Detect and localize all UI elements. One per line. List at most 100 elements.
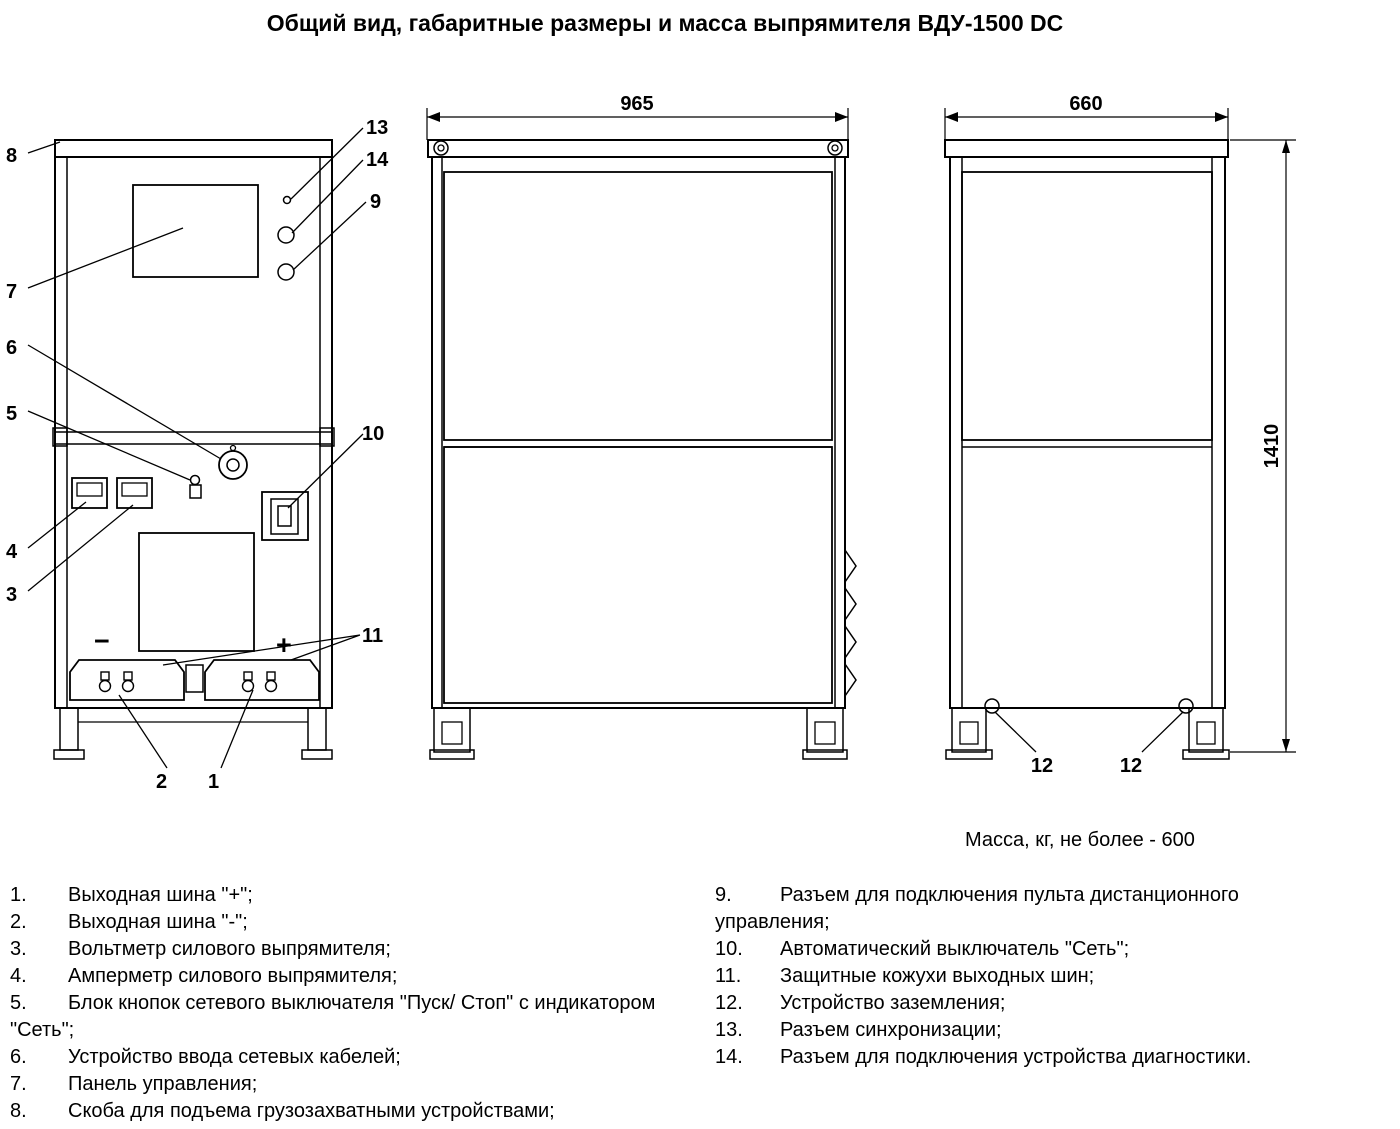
legend-item-6: 6. Устройство ввода сетевых кабелей; <box>10 1044 660 1071</box>
louver-panel <box>138 532 255 652</box>
callout-10: 10 <box>362 423 384 445</box>
legend-number: 3. <box>10 938 27 960</box>
callout-4: 4 <box>6 541 18 563</box>
legend-number: 1. <box>10 884 27 906</box>
legend-number: 5. <box>10 992 27 1014</box>
start-stop-block <box>189 474 201 486</box>
output-bus-minus <box>98 671 135 693</box>
legend-item-1: 1. Выходная шина "+"; <box>10 882 660 909</box>
legend-text: Скоба для подъема грузозахватными устрой… <box>68 1100 555 1122</box>
upper-door <box>443 171 833 441</box>
legend-left-column: 1. Выходная шина "+"; 2. Выходная шина "-"… <box>10 882 660 1125</box>
legend-text: Выходная шина "+"; <box>68 884 253 906</box>
legend-number: 12. <box>715 992 743 1014</box>
cabinet-body-side <box>949 156 1226 709</box>
legend-text: Блок кнопок сетевого выключателя "Пуск/ … <box>10 992 656 1041</box>
bus-cover-right <box>204 659 320 701</box>
legend-text: Панель управления; <box>68 1073 258 1095</box>
legend-text: Разъем синхронизации; <box>780 1019 1002 1041</box>
legend-item-3: 3. Вольтметр силового выпрямителя; <box>10 936 660 963</box>
bus-plus-sign: + <box>276 630 292 660</box>
middle-view <box>426 108 857 760</box>
legend-number: 6. <box>10 1046 27 1068</box>
legend-text: Устройство ввода сетевых кабелей; <box>68 1046 401 1068</box>
legend-item-9: 9.Разъем для подключения пульта дистанци… <box>715 882 1335 936</box>
legend-item-10: 10.Автоматический выключатель "Сеть"; <box>715 936 1335 963</box>
control-panel <box>132 184 259 278</box>
callout-2: 2 <box>156 771 167 793</box>
lower-door <box>443 446 833 704</box>
mains-breaker <box>261 491 309 541</box>
callout-14: 14 <box>366 149 389 171</box>
eye-bolt-left <box>433 140 449 156</box>
side-panel-upper <box>961 171 1213 441</box>
legend-text: Разъем для подключения устройства диагно… <box>780 1046 1252 1068</box>
bus-cover-left <box>69 659 185 701</box>
legend-text: Выходная шина "-"; <box>68 911 248 933</box>
callout-1: 1 <box>208 771 219 793</box>
grounding-bolt-left <box>984 698 1000 714</box>
legend-number: 13. <box>715 1019 743 1041</box>
legend-item-13: 13. Разъем синхронизации; <box>715 1017 1335 1044</box>
callout-13: 13 <box>366 117 388 139</box>
legend-item-8: 8. Скоба для подъема грузозахватными устр… <box>10 1098 660 1125</box>
width-dim-arrows <box>427 112 848 122</box>
front-view-leaders <box>27 127 367 769</box>
remote-control-connector <box>277 263 295 281</box>
callout-3: 3 <box>6 584 17 606</box>
legend-text: Устройство заземления; <box>780 992 1006 1014</box>
side-view <box>944 108 1296 760</box>
cable-entry <box>218 450 248 480</box>
eye-bolt-right <box>827 140 843 156</box>
legend-number: 10. <box>715 938 743 960</box>
depth-dimension: 660 <box>1069 93 1102 115</box>
callout-12-right: 12 <box>1120 755 1142 777</box>
legend-item-12: 12. Устройство заземления; <box>715 990 1335 1017</box>
legend-right-column: 9.Разъем для подключения пульта дистанци… <box>715 882 1335 1071</box>
legend-item-4: 4. Амперметр силового выпрямителя; <box>10 963 660 990</box>
technical-drawing: 8 7 6 5 4 3 2 1 13 14 9 10 11 − + <box>6 93 1296 793</box>
lifting-bar-side <box>944 139 1229 158</box>
legend-item-11: 11. Защитные кожухи выходных шин; <box>715 963 1335 990</box>
cabinet-body-middle <box>431 156 846 709</box>
legend-text: Вольтметр силового выпрямителя; <box>68 938 391 960</box>
legend-text: Амперметр силового выпрямителя; <box>68 965 398 987</box>
mass-note: Масса, кг, не более - 600 <box>965 829 1195 851</box>
callout-6: 6 <box>6 337 17 359</box>
legend-number: 8. <box>10 1100 27 1122</box>
lifting-bracket <box>54 139 333 158</box>
legend-text: Разъем для подключения пульта дистанцион… <box>715 884 1239 933</box>
callout-5: 5 <box>6 403 17 425</box>
legend-number: 7. <box>10 1073 27 1095</box>
side-louvers <box>844 549 857 697</box>
depth-height-dim-arrows <box>945 112 1290 752</box>
callout-8: 8 <box>6 145 17 167</box>
bus-minus-sign: − <box>94 626 110 656</box>
callout-9: 9 <box>370 191 381 213</box>
callout-7: 7 <box>6 281 17 303</box>
grounding-bolt-right <box>1178 698 1194 714</box>
drawing-title: Общий вид, габаритные размеры и масса вы… <box>266 10 1064 36</box>
output-bus-plus <box>241 671 278 693</box>
legend-text: Защитные кожухи выходных шин; <box>780 965 1095 987</box>
front-view <box>52 139 335 760</box>
lifting-bar-middle <box>427 139 849 158</box>
voltmeter <box>116 477 153 509</box>
ammeter <box>71 477 108 509</box>
legend-number: 14. <box>715 1046 743 1068</box>
height-dimension: 1410 <box>1261 424 1283 469</box>
legend-item-5: 5.Блок кнопок сетевого выключателя "Пуск… <box>10 990 660 1044</box>
diagnostics-connector <box>277 226 295 244</box>
callout-12-left: 12 <box>1031 755 1053 777</box>
sync-connector <box>282 195 292 205</box>
legend-number: 9. <box>715 884 732 906</box>
legend-item-14: 14. Разъем для подключения устройства диа… <box>715 1044 1335 1071</box>
callout-11: 11 <box>362 625 383 647</box>
legend-number: 2. <box>10 911 27 933</box>
width-dimension: 965 <box>620 93 653 115</box>
legend-number: 11. <box>715 965 742 987</box>
legend-number: 4. <box>10 965 27 987</box>
legend-item-2: 2. Выходная шина "-"; <box>10 909 660 936</box>
legend-item-7: 7. Панель управления; <box>10 1071 660 1098</box>
